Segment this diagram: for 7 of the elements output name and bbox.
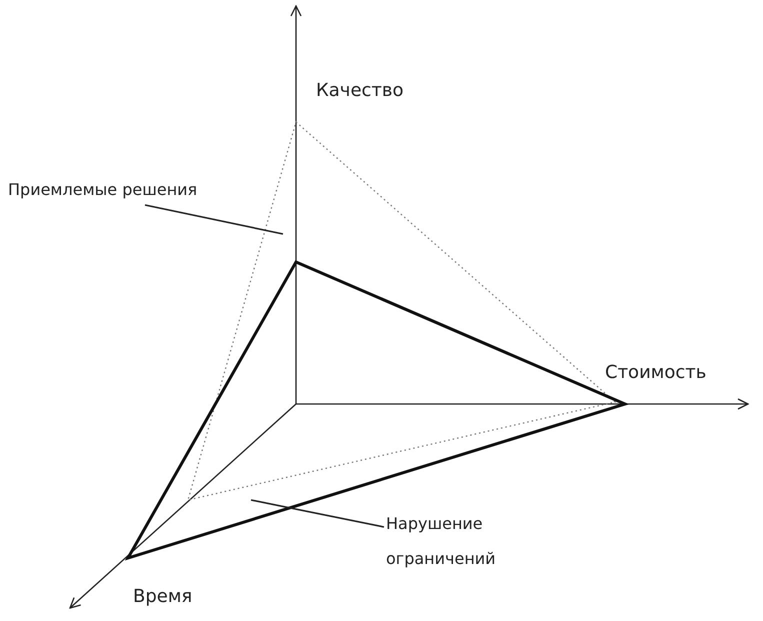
leader-line	[144, 204, 284, 235]
axis-label: Качество	[316, 80, 404, 102]
callout-label: Нарушение ограничений	[386, 506, 556, 576]
leader-line	[250, 499, 384, 528]
callout-label: Приемлемые решения	[8, 172, 288, 207]
axis-label: Время	[133, 586, 192, 608]
axis-label: Стоимость	[605, 362, 706, 384]
